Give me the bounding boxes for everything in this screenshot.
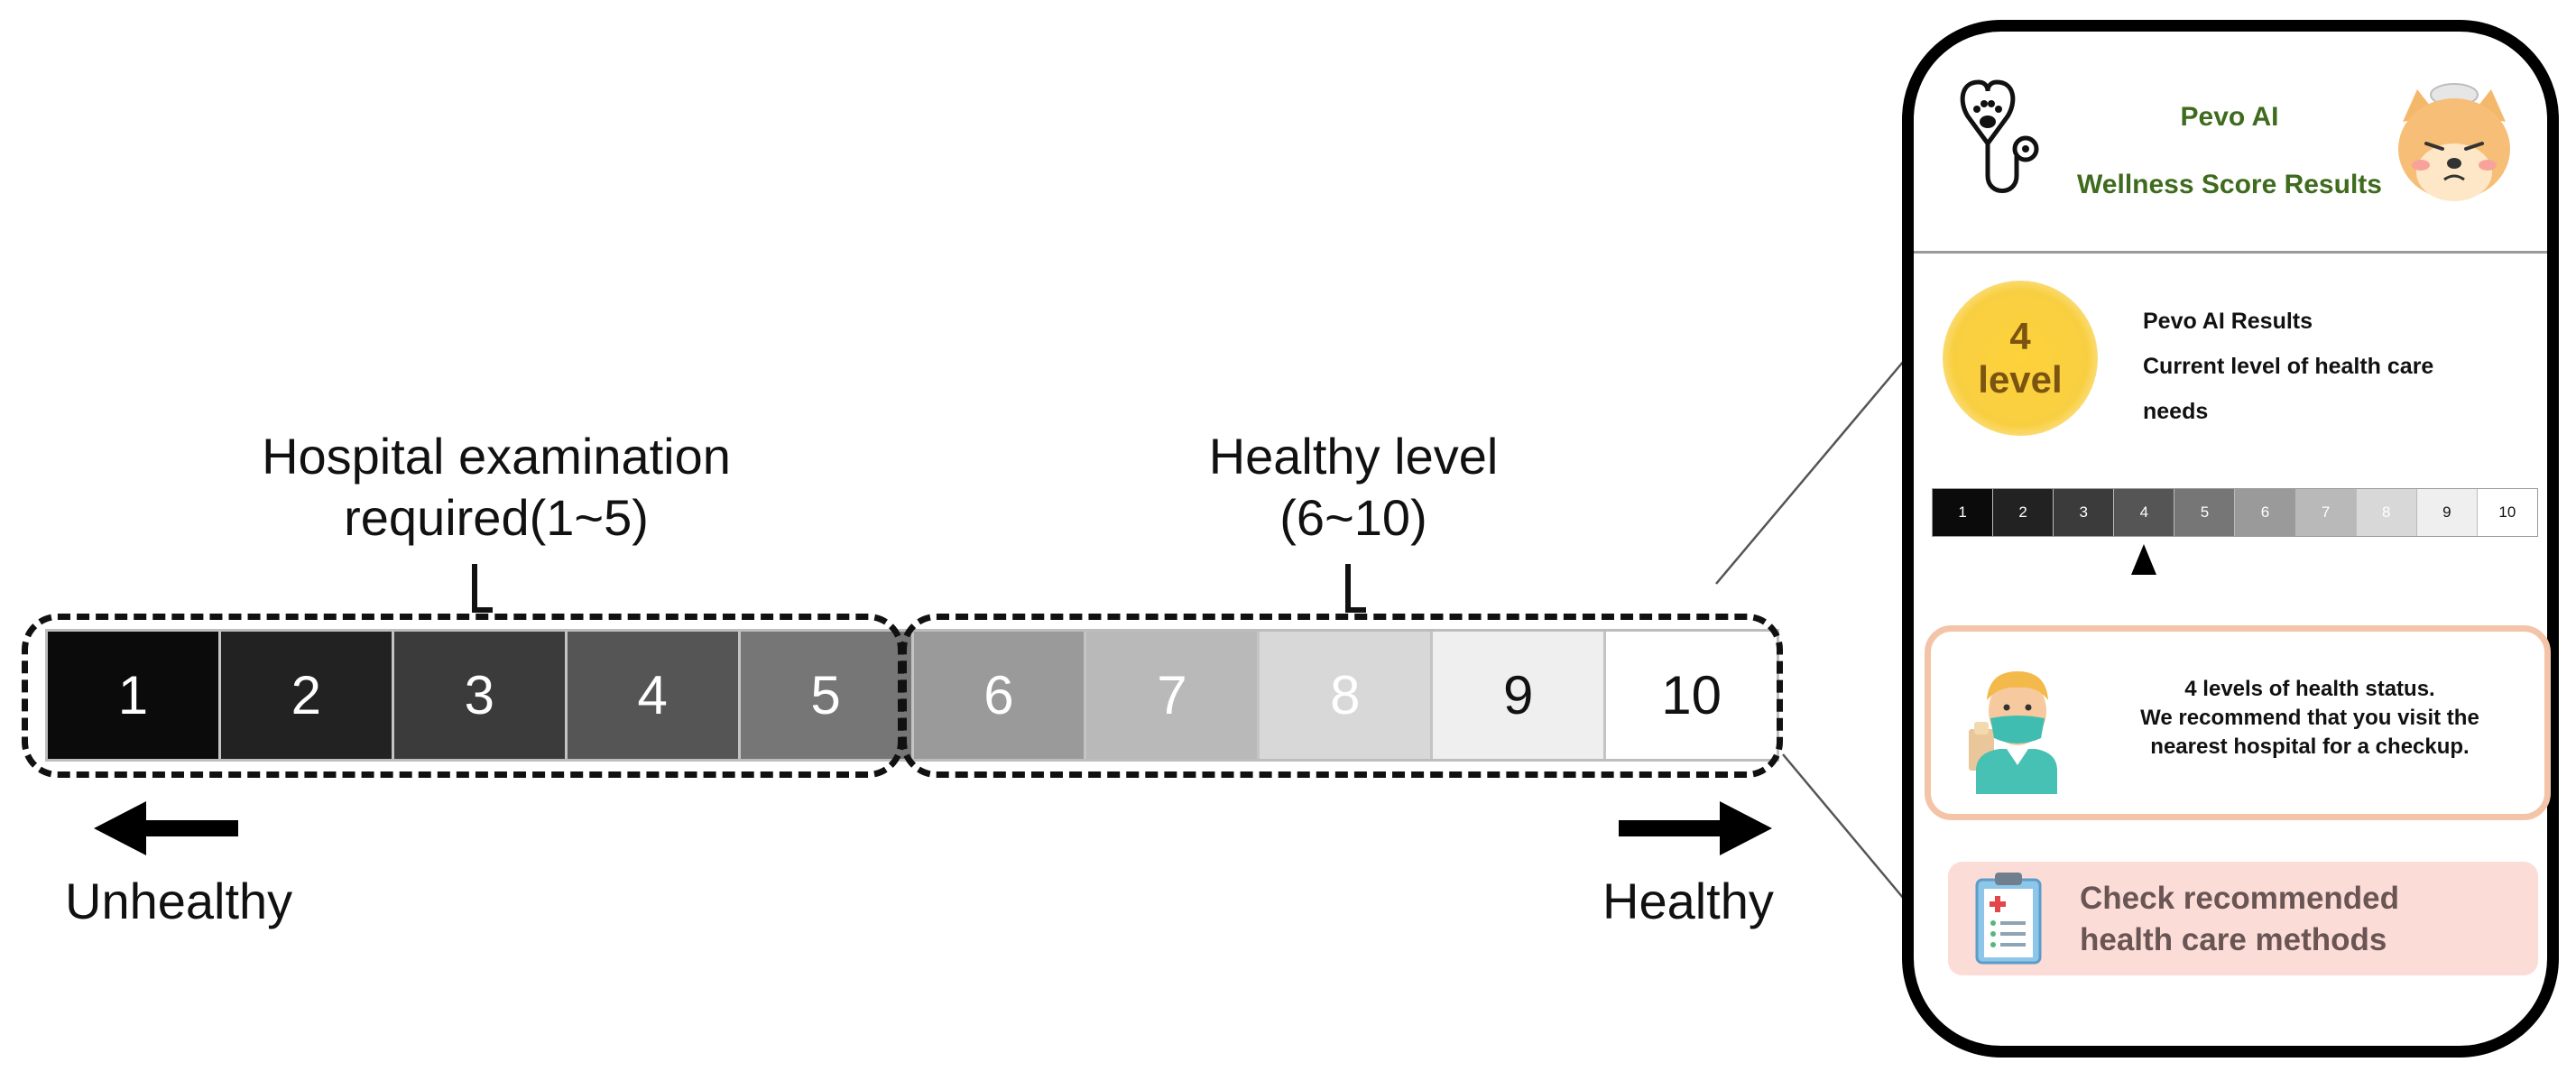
scale-cell-6: 6 (913, 632, 1087, 759)
mini-scale-cell-2: 2 (1993, 489, 2054, 536)
results-text: Pevo AI Results Current level of health … (2143, 309, 2434, 424)
pointer-triangle-icon (2131, 544, 2157, 575)
bracket-left (472, 564, 493, 613)
scale-cell-5: 5 (740, 632, 914, 759)
app-subtitle: Wellness Score Results (2077, 170, 2382, 199)
app-title: Pevo AI (2180, 102, 2279, 132)
scale-cell-8: 8 (1260, 632, 1434, 759)
level-badge: 4 level (1943, 281, 2098, 436)
check-button-label: Check recommended health care methods (2080, 881, 2400, 957)
scale-cell-10: 10 (1606, 632, 1777, 759)
check-health-care-button[interactable]: Check recommended health care methods (1948, 862, 2538, 975)
scale-cell-9: 9 (1433, 632, 1607, 759)
sick-dog-icon (2398, 83, 2510, 201)
scale-cell-1: 1 (48, 632, 221, 759)
scale-cell-2: 2 (220, 632, 394, 759)
mini-scale-cell-6: 6 (2235, 489, 2296, 536)
mini-scale-cell-5: 5 (2174, 489, 2236, 536)
header-divider (1914, 251, 2547, 254)
scale-cell-4: 4 (567, 632, 741, 759)
health-status-card: 4 levels of health status. We recommend … (1925, 625, 2551, 820)
scale-cell-7: 7 (1086, 632, 1260, 759)
health-status-message: 4 levels of health status. We recommend … (2140, 677, 2479, 759)
right-arrow-icon (1619, 801, 1772, 855)
zoom-line-bottom (1782, 753, 1905, 900)
mini-scale-cell-7: 7 (2295, 489, 2357, 536)
stethoscope-paw-icon (1960, 79, 2039, 193)
mini-scale-cell-9: 9 (2416, 489, 2478, 536)
scale-cell-3: 3 (393, 632, 568, 759)
caption-unhealthy: Unhealthy (65, 873, 293, 929)
group-box-hospital (22, 614, 904, 778)
zoom-line-top (1715, 360, 1905, 585)
group-label-healthy: Healthy level (6~10) (1208, 428, 1499, 546)
caption-healthy: Healthy (1602, 873, 1774, 929)
group-label-hospital: Hospital examination required(1~5) (262, 428, 731, 546)
phone-mockup: Pevo AI Wellness Score Results 4 level P… (1902, 20, 2559, 1058)
masked-doctor-icon (1969, 671, 2057, 794)
mini-scale-cell-8: 8 (2356, 489, 2417, 536)
mini-scale-cell-10: 10 (2477, 489, 2537, 536)
group-box-healthy (900, 614, 1783, 778)
mini-scale-cell-3: 3 (2054, 489, 2115, 536)
mini-scale-cell-4: 4 (2114, 489, 2175, 536)
bracket-right (1345, 564, 1366, 613)
mini-scale-cell-1: 1 (1933, 489, 1994, 536)
left-arrow-icon (94, 801, 238, 855)
clipboard-medical-icon (1975, 873, 2042, 965)
